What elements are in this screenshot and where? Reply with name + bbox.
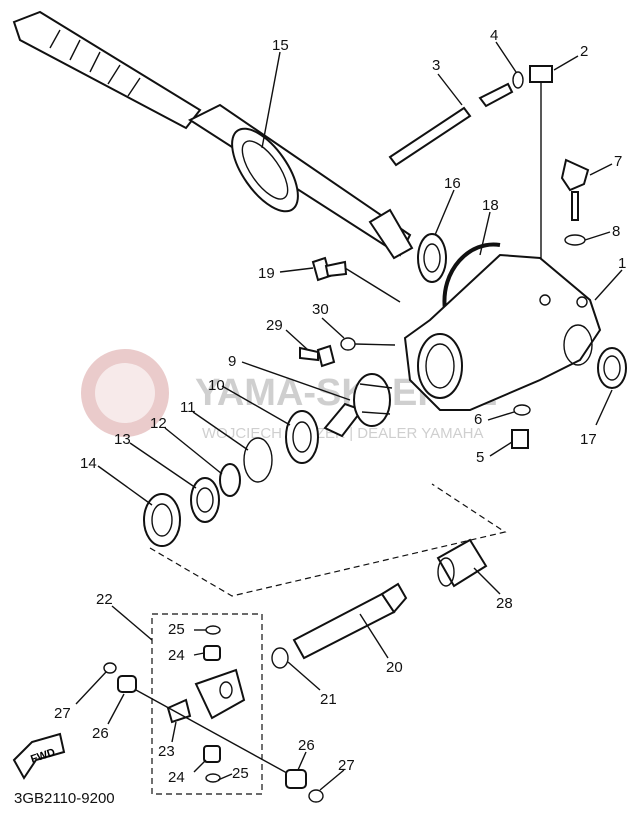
gasket-6: [513, 404, 531, 416]
callout-6: 6: [474, 411, 482, 428]
bearing-cup-26-left: [117, 675, 137, 693]
callout-28: 28: [496, 595, 513, 612]
bearing-10: [285, 410, 319, 464]
callout-27-right: 27: [338, 757, 355, 774]
universal-joint-22: [135, 613, 297, 795]
circlip-25-top: [205, 625, 221, 635]
nut-12: [219, 463, 241, 497]
circlip-25-bottom: [205, 773, 221, 783]
vent-plug-7: [560, 158, 590, 221]
breather-joint-2: [529, 65, 553, 300]
coupling-28: [436, 538, 488, 588]
leader-lines: [75, 41, 623, 791]
callout-19: 19: [258, 265, 275, 282]
drive-shaft-15: [12, 10, 414, 260]
callout-24-top: 24: [168, 647, 185, 664]
callout-7: 7: [614, 153, 622, 170]
forward-arrow-icon: FWD: [12, 732, 66, 780]
diagram-code: 3GB2110-9200: [14, 790, 115, 807]
callout-8: 8: [612, 223, 620, 240]
circlip-27-right: [308, 789, 324, 803]
oil-seal-17: [597, 347, 627, 389]
bolt-29: [299, 344, 336, 368]
callout-29: 29: [266, 317, 283, 334]
callout-22: 22: [96, 591, 113, 608]
universal-joint-box: [151, 613, 263, 795]
bearing-cup-24-bottom: [203, 745, 221, 763]
callout-26-left: 26: [92, 725, 109, 742]
callout-26-right: 26: [298, 737, 315, 754]
callout-16: 16: [444, 175, 461, 192]
pinion-gear-9: [323, 373, 393, 438]
callout-23: 23: [158, 743, 175, 760]
callout-24-bottom: 24: [168, 769, 185, 786]
callout-27-left: 27: [54, 705, 71, 722]
drain-plug-5: [511, 429, 529, 449]
callout-12: 12: [150, 415, 167, 432]
callout-17: 17: [580, 431, 597, 448]
bearing-cup-24-top: [203, 645, 221, 661]
callout-13: 13: [114, 431, 131, 448]
callout-9: 9: [228, 353, 236, 370]
callout-14: 14: [80, 455, 97, 472]
callout-10: 10: [208, 377, 225, 394]
bearing-13: [190, 477, 220, 523]
callout-4: 4: [490, 27, 498, 44]
circlip-27-left: [103, 662, 117, 674]
callout-11: 11: [180, 399, 196, 416]
callout-3: 3: [432, 57, 440, 74]
spider-23: [166, 698, 192, 724]
oil-seal-16: [417, 233, 447, 283]
final-gear-case-1: [403, 253, 602, 411]
callout-30: 30: [312, 301, 329, 318]
bolt-19: [311, 256, 401, 303]
circlip-18: [442, 242, 501, 311]
callout-20: 20: [386, 659, 403, 676]
bearing-retainer-14: [143, 493, 181, 547]
circlip-21: [271, 647, 289, 669]
o-ring-11: [243, 437, 273, 483]
o-ring-8: [564, 234, 586, 246]
washer-30: [340, 337, 396, 351]
callout-15: 15: [272, 37, 289, 54]
callout-25-top: 25: [168, 621, 185, 638]
callout-21: 21: [320, 691, 337, 708]
callout-18: 18: [482, 197, 499, 214]
breather-hose-3: [388, 82, 514, 167]
assembly-boundary: [149, 483, 507, 597]
propeller-shaft-20: [292, 582, 408, 660]
callout-numbers: 15 3 4 2 7 8 16 18 1 19 30 29 9 10 11 12…: [54, 27, 626, 786]
callout-2: 2: [580, 43, 588, 60]
callout-5: 5: [476, 449, 484, 466]
bearing-cup-26-right: [285, 769, 307, 789]
callout-25-bottom: 25: [232, 765, 249, 782]
yoke: [194, 668, 246, 720]
hose-clip-4: [512, 71, 524, 89]
callout-1: 1: [618, 255, 626, 272]
